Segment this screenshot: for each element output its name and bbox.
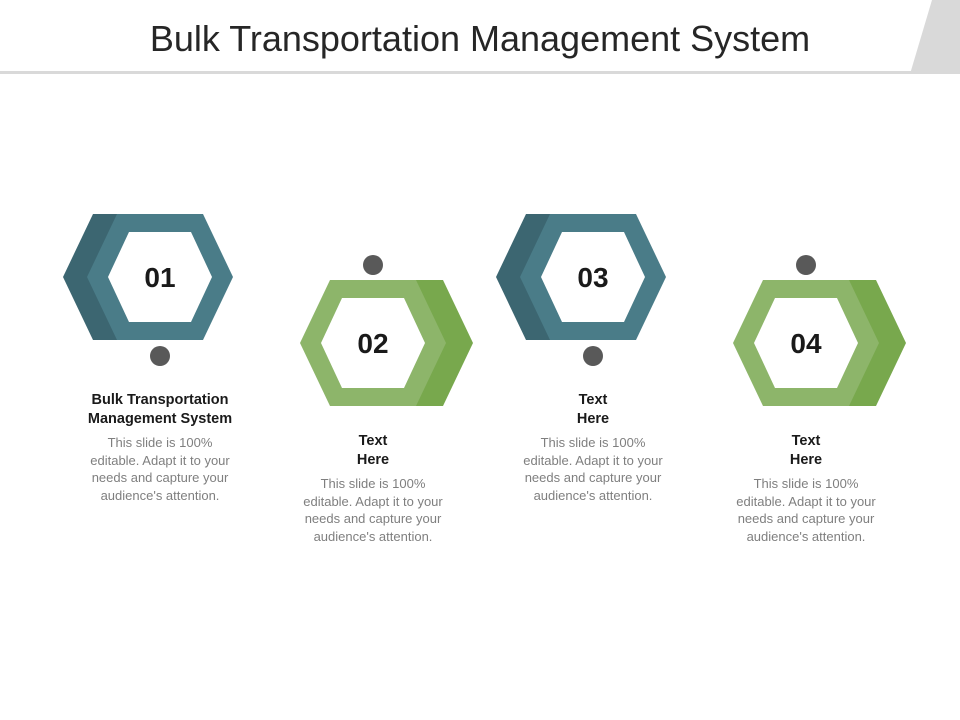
step-3-number: 03 [577, 262, 608, 293]
step-1-desc-line1: This slide is 100% [107, 435, 213, 450]
step-1-heading-line2: Management System [87, 411, 233, 427]
step-3-desc-line1: This slide is 100% [540, 435, 646, 450]
step-3-desc-line3: needs and capture your [524, 470, 662, 485]
step-4-description: This slide is 100% editable. Adapt it to… [721, 475, 891, 545]
step-3-heading-line1: Text [578, 392, 608, 408]
corner-decoration [910, 0, 960, 74]
step-3-inner-hexagon [541, 232, 645, 322]
page-title: Bulk Transportation Management System [149, 18, 811, 59]
step-4-heading-line2: Here [789, 452, 823, 468]
step-3-hexagon: 03 [496, 214, 666, 340]
step-3-heading: Text Here [503, 391, 683, 429]
step-1-desc-line4: audience's attention. [100, 487, 220, 503]
step-2-description: This slide is 100% editable. Adapt it to… [288, 475, 458, 545]
step-1-hexagon: 01 [63, 214, 233, 340]
step-2-heading-line1: Text [358, 433, 388, 449]
step-4-heading: Text Here [716, 432, 896, 470]
step-2-number: 02 [357, 328, 388, 359]
step-4-hexagon: 04 [733, 280, 906, 406]
step-4-number: 04 [790, 328, 822, 359]
step-3-desc-line2: editable. Adapt it to your [523, 452, 663, 468]
step-1-desc-line2: editable. Adapt it to your [90, 452, 230, 468]
step-3-description: This slide is 100% editable. Adapt it to… [508, 434, 678, 504]
step-3-dot [583, 346, 603, 366]
step-1-heading-line1: Bulk Transportation [91, 392, 229, 408]
step-4-desc-line3: needs and capture your [737, 511, 875, 526]
step-2-desc-line2: editable. Adapt it to your [303, 493, 443, 509]
step-1-desc-line3: needs and capture your [91, 470, 229, 485]
step-4-inner-hexagon [754, 298, 858, 388]
step-2-hexagon: 02 [300, 280, 473, 406]
step-2-dot [363, 255, 383, 275]
step-2-desc-line3: needs and capture your [304, 511, 442, 526]
step-4-dot [796, 255, 816, 275]
step-2-heading-line2: Here [356, 452, 390, 468]
step-4-desc-line2: editable. Adapt it to your [736, 493, 876, 509]
step-2-inner-hexagon [321, 298, 425, 388]
step-4-heading-line1: Text [791, 433, 821, 449]
step-4-desc-line4: audience's attention. [746, 528, 866, 544]
step-1-inner-hexagon [108, 232, 212, 322]
step-1-dot [150, 346, 170, 366]
title-bar [0, 0, 960, 74]
step-3-desc-line4: audience's attention. [533, 487, 653, 503]
step-1-description: This slide is 100% editable. Adapt it to… [75, 434, 245, 504]
step-3-heading-line2: Here [576, 411, 610, 427]
step-4-desc-line1: This slide is 100% [753, 476, 859, 491]
step-1-number: 01 [144, 262, 175, 293]
step-2-heading: Text Here [283, 432, 463, 470]
step-2-desc-line4: audience's attention. [313, 528, 433, 544]
step-1-heading: Bulk Transportation Management System [70, 391, 250, 429]
step-2-desc-line1: This slide is 100% [320, 476, 426, 491]
